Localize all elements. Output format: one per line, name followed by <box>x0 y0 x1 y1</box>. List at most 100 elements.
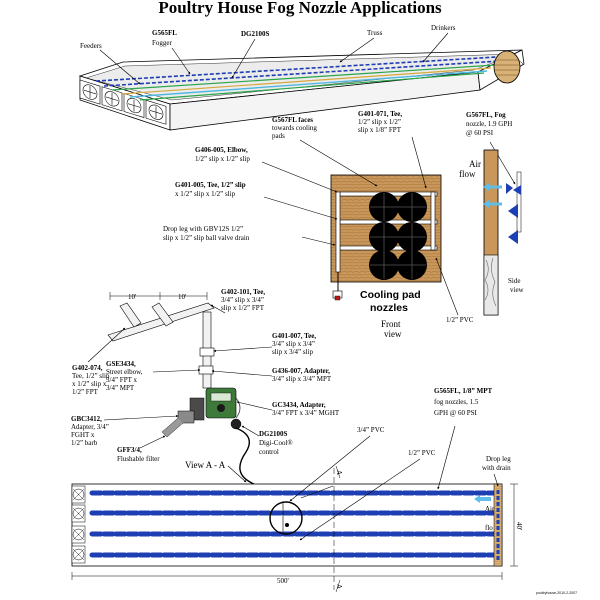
page-title: Poultry House Fog Nozzle Applications <box>158 0 442 17</box>
credit-text: poultryhouse-2010-2-2007 <box>536 591 577 595</box>
label-pad-title-1: Cooling pad <box>360 289 421 301</box>
label-gse3434-1: GSE3434, <box>106 360 136 368</box>
svg-text:G406-005, Elbow,1/2” slip x 1/: G406-005, Elbow,1/2” slip x 1/2” slip <box>195 146 250 163</box>
label-g402-074-2: Tee, 1/2” slip <box>72 372 110 380</box>
house-lines <box>95 56 501 101</box>
label-gbc3412-2: Adapter, 3/4” <box>71 423 109 431</box>
label-drop-drain-2: with drain <box>482 464 511 472</box>
label-pvc-12: 1/2” PVC <box>408 449 436 457</box>
label-fog-nozzle-1: G567FL, Fog <box>466 111 506 119</box>
label-pvc-34: 3/4” PVC <box>357 426 385 434</box>
label-side-view-1: Side <box>508 277 520 285</box>
label-view-aa: View A - A <box>185 460 226 470</box>
view-aa-detail-circle <box>269 501 303 535</box>
cooling-pad-end <box>493 50 521 84</box>
flushable-filter <box>161 417 184 438</box>
dg2100s-sensor <box>230 418 242 430</box>
label-air-flow-2: flow <box>459 169 476 179</box>
label-side-view-2: view <box>510 286 525 294</box>
label-elbow-2: 1/2” slip x 1/2” slip <box>195 155 250 163</box>
cooling-pad-side-view <box>483 149 522 316</box>
label-g402-074-1: G402-074, <box>72 364 103 372</box>
label-g402-074-4: 1/2” FPT <box>72 388 99 396</box>
label-tee2-1: G401-005, Tee, 1/2” slip <box>175 181 246 189</box>
label-flo: flo <box>485 524 493 532</box>
label-section-a-top: A <box>335 470 343 475</box>
svg-text:Drop leg with GBV12S 1/2”slip: Drop leg with GBV12S 1/2”slip x 1/2” sli… <box>163 225 250 242</box>
label-tee1-3: slip x 1/8” FPT <box>358 126 402 134</box>
label-gc3434-2: 3/4” FPT x 3/4” MGHT <box>272 409 340 417</box>
label-width-40: 40' <box>515 522 523 530</box>
label-drop-2: slip x 1/2” slip ball valve drain <box>163 234 250 242</box>
pipe-assembly: 10' 10' <box>107 292 271 496</box>
label-elbow-1: G406-005, Elbow, <box>195 146 248 154</box>
cooling-pad-front-view <box>330 174 442 301</box>
label-g402-101-1: G402-101, Tee, <box>221 288 265 296</box>
label-gse3434-4: 3/4” MPT <box>106 384 135 392</box>
label-faces-1: G567FL faces <box>272 116 313 124</box>
label-air-flow-1: Air <box>469 159 481 169</box>
label-g436-007-1: G436-007, Adapter, <box>272 367 330 375</box>
label-faces-2: towards cooling <box>272 124 317 132</box>
label-fogger: Fogger <box>152 39 173 47</box>
svg-text:G436-007, Adapter,3/4” slip x: G436-007, Adapter,3/4” slip x 3/4” MPT <box>272 367 332 383</box>
label-g565fl-2: fog nozzles, 1.5 <box>434 398 479 406</box>
label-g401-007-1: G401-007, Tee, <box>272 332 316 340</box>
label-length-500: 500' <box>277 577 289 585</box>
label-tee2-2: x 1/2” slip x 1/2” slip <box>175 190 236 198</box>
label-g401-007-3: slip x 3/4” slip <box>272 348 314 356</box>
label-gff34-1: GFF3/4, <box>117 446 142 454</box>
label-dg2100s-top: DG2100S <box>241 30 270 38</box>
svg-text:G401-007, Tee,3/4” slip x 3/4”: G401-007, Tee,3/4” slip x 3/4”slip x 3/4… <box>272 332 316 356</box>
label-gse3434-3: 3/4” FPT x <box>106 376 137 384</box>
label-g402-101-3: slip x 1/2” FPT <box>221 304 265 312</box>
svg-text:GSE3434,Street elbow,3/4” FPT: GSE3434,Street elbow,3/4” FPT x3/4” MPT <box>106 360 143 392</box>
label-fogger-code: G565FL <box>152 29 177 37</box>
label-dg2100s-3: control <box>259 448 279 456</box>
label-gbc3412-4: 1/2” barb <box>71 439 98 447</box>
label-drop-drain-1: Drop leg <box>486 455 511 463</box>
label-gc3434-1: GC3434, Adapter, <box>272 401 326 409</box>
label-air: Air <box>485 505 495 513</box>
label-g565fl-1: G565FL, 1/8” MPT <box>434 387 492 395</box>
fog-lines <box>89 490 499 558</box>
svg-text:G402-101, Tee,3/4” slip x 3/4”: G402-101, Tee,3/4” slip x 3/4”slip x 1/2… <box>221 288 265 312</box>
svg-text:GFF3/4,Flushable filter: GFF3/4,Flushable filter <box>117 446 160 463</box>
label-truss: Truss <box>367 29 383 37</box>
fitting-labels: G402-101, Tee,3/4” slip x 3/4”slip x 1/2… <box>71 288 340 463</box>
label-fog-nozzle-2: nozzle, 1.9 GPH <box>466 120 512 128</box>
label-tee1-2: 1/2” slip x 1/2” <box>358 118 401 126</box>
label-pad-title-2: nozzles <box>370 302 408 314</box>
label-pvc-half: 1/2” PVC <box>446 316 474 324</box>
poultry-house-perspective <box>78 49 525 131</box>
label-dg2100s-1: DG2100S <box>259 430 288 438</box>
label-fog-nozzle-3: @ 60 PSI <box>466 129 494 137</box>
label-gbc3412-3: FGHT x <box>71 431 95 439</box>
label-faces-3: pads <box>272 132 285 140</box>
label-front-view-1: Front <box>381 319 401 329</box>
svg-text:G401-071, Tee,1/2” slip x 1/2”: G401-071, Tee,1/2” slip x 1/2”slip x 1/8… <box>358 110 402 134</box>
label-front-view-2: view <box>384 329 402 339</box>
svg-text:GBC3412,Adapter, 3/4”FGHT x1/2: GBC3412,Adapter, 3/4”FGHT x1/2” barb <box>71 415 109 447</box>
label-g401-007-2: 3/4” slip x 3/4” <box>272 340 315 348</box>
label-tee1-1: G401-071, Tee, <box>358 110 402 118</box>
dim-10ft-2: 10' <box>178 293 186 301</box>
label-g565fl-3: GPH @ 60 PSI <box>434 409 477 417</box>
label-g402-074-3: x 1/2” slip x <box>72 380 107 388</box>
dg2100s-control-box <box>205 387 237 419</box>
label-g436-007-2: 3/4” slip x 3/4” MPT <box>272 375 332 383</box>
label-g402-101-2: 3/4” slip x 3/4” <box>221 296 264 304</box>
